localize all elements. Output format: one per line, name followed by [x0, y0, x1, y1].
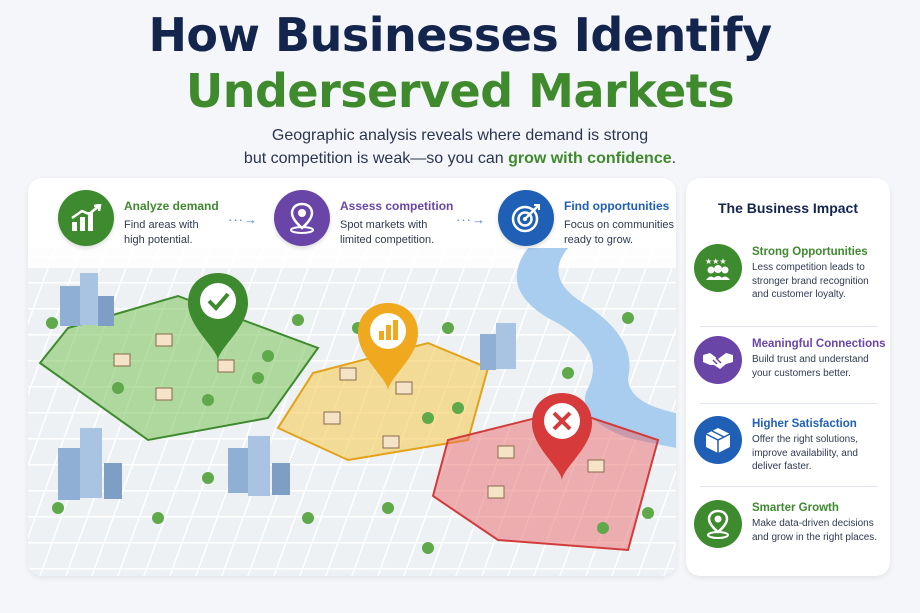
step-title: Analyze demand — [124, 199, 219, 213]
divider — [700, 486, 878, 487]
chart-up-icon — [58, 190, 114, 246]
business-impact-panel: The Business Impact ★★★ Strong Opportuni… — [686, 178, 890, 576]
buildings — [58, 273, 516, 500]
page-title-line2: Underserved Markets — [185, 64, 735, 118]
subtitle-line2-suffix: . — [671, 150, 677, 167]
impact-item-title: Strong Opportunities — [752, 246, 868, 258]
subtitle-line1: Geographic analysis reveals where demand… — [271, 127, 649, 144]
subtitle: Geographic analysis reveals where demand… — [0, 124, 920, 170]
impact-item-title: Meaningful Connections — [752, 338, 886, 350]
divider — [700, 326, 878, 327]
impact-item-title: Higher Satisfaction — [752, 418, 857, 430]
river — [516, 248, 676, 448]
impact-item-title: Smarter Growth — [752, 502, 839, 514]
impact-item-strong-opportunities: ★★★ Strong Opportunities Less competitio… — [694, 244, 886, 302]
map-pin-icon — [694, 500, 742, 548]
trees — [46, 312, 654, 554]
step-title: Find opportunities — [564, 199, 670, 213]
page-title-line1: How Businesses Identify — [148, 8, 772, 62]
step-arrow-icon: ···→ — [456, 212, 486, 227]
impact-title: The Business Impact — [717, 200, 859, 216]
pin-red — [532, 393, 592, 481]
impact-item-smarter-growth: Smarter Growth Make data-driven decision… — [694, 500, 886, 548]
impact-item-higher-satisfaction: Higher Satisfaction Offer the right solu… — [694, 416, 886, 474]
target-icon — [498, 190, 554, 246]
divider — [700, 403, 878, 404]
handshake-icon — [694, 336, 742, 384]
location-pin-icon — [274, 190, 330, 246]
subtitle-highlight: grow with confidence — [508, 150, 672, 167]
pin-green — [188, 273, 248, 361]
svg-text:★★★: ★★★ — [705, 257, 727, 266]
step-arrow-icon: ···→ — [228, 212, 258, 227]
impact-item-meaningful-connections: Meaningful Connections Build trust and u… — [694, 336, 886, 384]
stars-people-icon: ★★★ — [694, 244, 742, 292]
houses — [113, 333, 605, 499]
box-icon — [694, 416, 742, 464]
impact-item-desc: Offer the right solutions,improve availa… — [752, 434, 858, 472]
zone-green — [38, 294, 320, 442]
step-title: Assess competition — [340, 199, 454, 213]
pin-yellow — [358, 303, 418, 391]
city-map — [28, 178, 676, 576]
subtitle-line2-prefix: but competition is weak—so you can — [243, 150, 509, 167]
